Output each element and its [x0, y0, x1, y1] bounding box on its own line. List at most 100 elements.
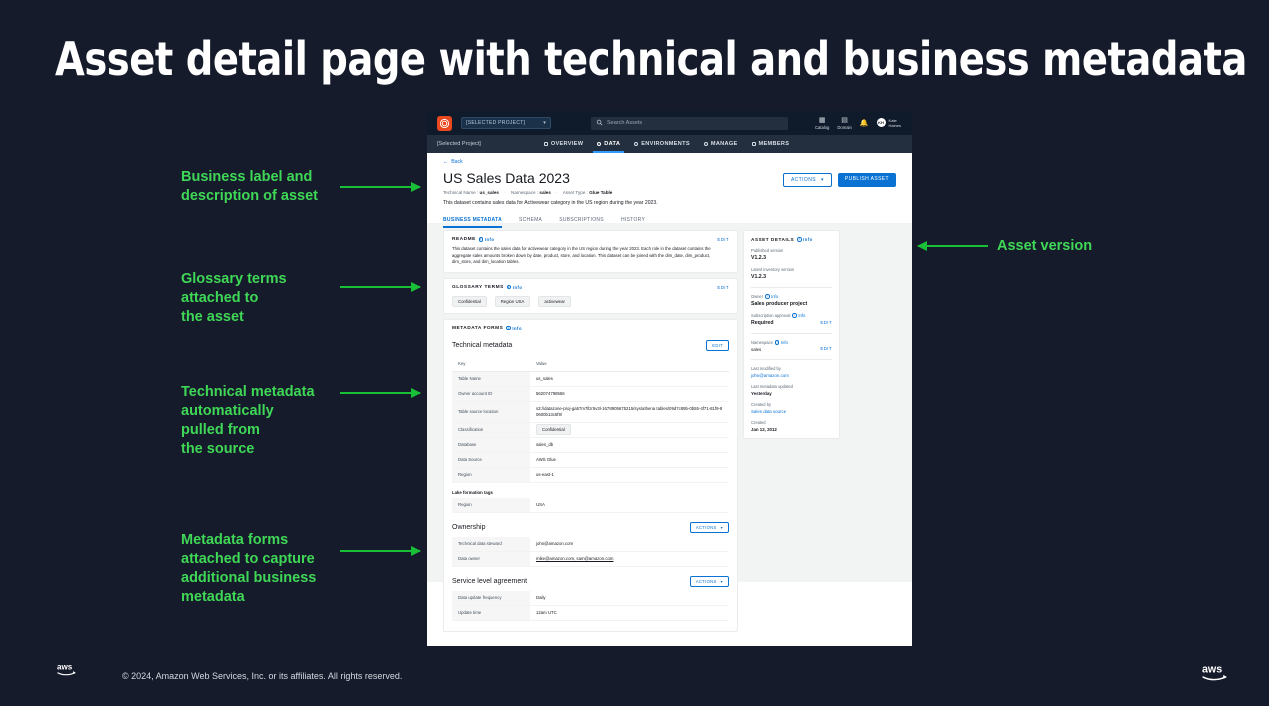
readme-edit-button[interactable]: EDIT	[717, 237, 729, 242]
meta-separator: ·	[556, 190, 558, 195]
back-link[interactable]: ← Back	[443, 159, 896, 165]
app-screenshot: [SELECTED PROJECT] ▾ Search Assets ▦ Cat…	[427, 111, 912, 646]
tab-history[interactable]: HISTORY	[620, 217, 646, 223]
asset-meta-line: Technical Name : us_sales · Namespace : …	[443, 190, 896, 195]
tab-overview[interactable]: OVERVIEW	[543, 141, 583, 147]
namespace-value: sales	[539, 190, 551, 195]
info-icon: i	[478, 237, 484, 242]
ownership-actions-button[interactable]: ACTIONS▾	[689, 521, 729, 533]
arrow-asset-version	[917, 241, 988, 251]
info-icon: i	[506, 284, 512, 290]
glossary-term-chip[interactable]: Confidential	[452, 295, 487, 307]
gear-icon	[703, 142, 708, 146]
notifications-button[interactable]: 🔔	[860, 120, 869, 130]
created-by-value[interactable]: Sales data source	[751, 409, 787, 414]
glossary-term-list: Confidential Region USA activewear	[452, 295, 729, 307]
project-selector-label: [SELECTED PROJECT]	[466, 120, 526, 126]
project-selector[interactable]: [SELECTED PROJECT] ▾	[461, 117, 551, 129]
tab-environments[interactable]: ENVIRONMENTS	[634, 141, 690, 147]
glossary-term-chip[interactable]: activewear	[538, 295, 571, 307]
info-icon: i	[797, 237, 802, 242]
tab-members[interactable]: MEMBERS	[751, 141, 790, 147]
catalog-label: Catalog	[814, 124, 830, 130]
published-version-group: Published version V1.2.3	[751, 248, 832, 261]
search-input[interactable]: Search Assets	[591, 116, 788, 130]
namespace-edit-button[interactable]: EDIT	[820, 346, 832, 351]
project-tabs: OVERVIEW DATA ENVIRONMENTS MANAGE MEMBER…	[543, 141, 790, 153]
domain-label: Domain	[837, 124, 852, 130]
breadcrumb-project: [Selected Project]	[437, 141, 481, 147]
copyright-text: © 2024, Amazon Web Services, Inc. or its…	[122, 671, 403, 681]
sla-actions-button[interactable]: ACTIONS▾	[689, 575, 729, 587]
info-icon: i	[506, 325, 511, 331]
header-button-group: ACTIONS ▾ PUBLISH ASSET	[782, 173, 896, 187]
table-header-row: Key Value	[452, 356, 729, 372]
app-logo-icon[interactable]	[437, 115, 452, 131]
back-label: Back	[451, 159, 463, 165]
info-icon: i	[792, 313, 797, 318]
tab-subscriptions[interactable]: SUBSCRIPTIONS	[559, 217, 604, 223]
asset-type-value: Glue Table	[589, 190, 613, 195]
members-icon	[751, 142, 756, 146]
arrow-metadata-forms	[340, 546, 421, 556]
domain-nav-item[interactable]: ▤ Domain	[837, 117, 851, 130]
divider	[751, 287, 832, 288]
glossary-edit-button[interactable]: EDIT	[717, 284, 729, 290]
asset-page-header: ← Back US Sales Data 2023 Technical Name…	[427, 153, 912, 228]
catalog-icon: ▦	[818, 116, 826, 124]
divider	[751, 359, 832, 360]
subscription-edit-button[interactable]: EDIT	[820, 319, 832, 325]
top-navigation-bar: [SELECTED PROJECT] ▾ Search Assets ▦ Cat…	[427, 111, 912, 135]
latest-inventory-value: V1.2.3	[751, 274, 766, 280]
tab-business-metadata[interactable]: BUSINESS METADATA	[443, 217, 502, 228]
annotation-metadata-forms: Metadata forms attached to capture addit…	[181, 532, 317, 605]
chevron-down-icon: ▾	[543, 120, 546, 126]
overview-icon	[543, 142, 548, 146]
last-modified-value[interactable]: john@amazon.com	[751, 373, 789, 378]
actions-button-label: ACTIONS	[790, 177, 816, 183]
catalog-nav-item[interactable]: ▦ Catalog	[815, 117, 829, 130]
svg-text:aws: aws	[1202, 664, 1222, 676]
annotation-business-label: Business label and description of asset	[181, 169, 318, 204]
glossary-term-chip[interactable]: Region USA	[494, 295, 531, 307]
published-version-value: V1.2.3	[751, 255, 766, 261]
actions-button[interactable]: ACTIONS ▾	[782, 173, 832, 187]
technical-metadata-edit-button[interactable]: EDIT	[706, 339, 729, 351]
tab-data[interactable]: DATA	[593, 141, 625, 153]
tab-manage[interactable]: MANAGE	[703, 141, 738, 147]
bell-icon: 🔔	[859, 119, 869, 127]
arrow-glossary-terms	[340, 282, 421, 292]
arrow-left-icon: ←	[443, 159, 449, 165]
user-menu[interactable]: KH Kate Haines	[876, 117, 901, 130]
publish-asset-button[interactable]: PUBLISH ASSET	[837, 173, 896, 187]
user-name: Kate Haines	[888, 117, 901, 128]
published-version-label: Published version	[751, 248, 784, 253]
tab-schema[interactable]: SCHEMA	[519, 217, 543, 223]
arrow-technical-metadata	[340, 388, 421, 398]
